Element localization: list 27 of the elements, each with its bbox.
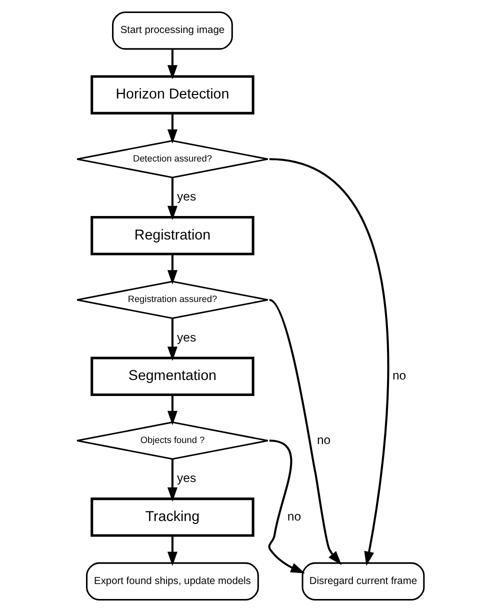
arrow bbox=[167, 395, 178, 426]
arrow bbox=[167, 318, 178, 361]
edge-label: no bbox=[392, 368, 406, 383]
node-box: Segmentation bbox=[90, 356, 254, 396]
edge-label: yes bbox=[177, 330, 196, 344]
node-box: Horizon Detection bbox=[90, 75, 254, 114]
edge-label: yes bbox=[177, 471, 196, 486]
arrow bbox=[167, 49, 178, 80]
node-diamond: Objects found ? bbox=[76, 422, 269, 460]
arrow bbox=[167, 536, 178, 566]
node-box: Disregard current frame bbox=[302, 562, 425, 601]
edge-label: no bbox=[287, 509, 302, 524]
arrow bbox=[167, 114, 178, 144]
node-box: Tracking bbox=[90, 498, 254, 537]
edge-label: no bbox=[316, 432, 331, 447]
node-box: Export found ships, update models bbox=[86, 562, 259, 601]
node-box: Start processing image bbox=[112, 11, 233, 50]
arrow bbox=[167, 178, 178, 220]
arrow bbox=[268, 440, 306, 574]
arrow bbox=[167, 459, 178, 502]
arrow bbox=[268, 299, 342, 566]
edge-label: yes bbox=[177, 190, 196, 204]
node-box: Registration bbox=[90, 216, 254, 256]
node-diamond: Detection assured? bbox=[76, 140, 269, 178]
arrow bbox=[167, 254, 178, 284]
node-diamond: Registration assured? bbox=[76, 280, 269, 320]
arrow bbox=[269, 158, 390, 566]
